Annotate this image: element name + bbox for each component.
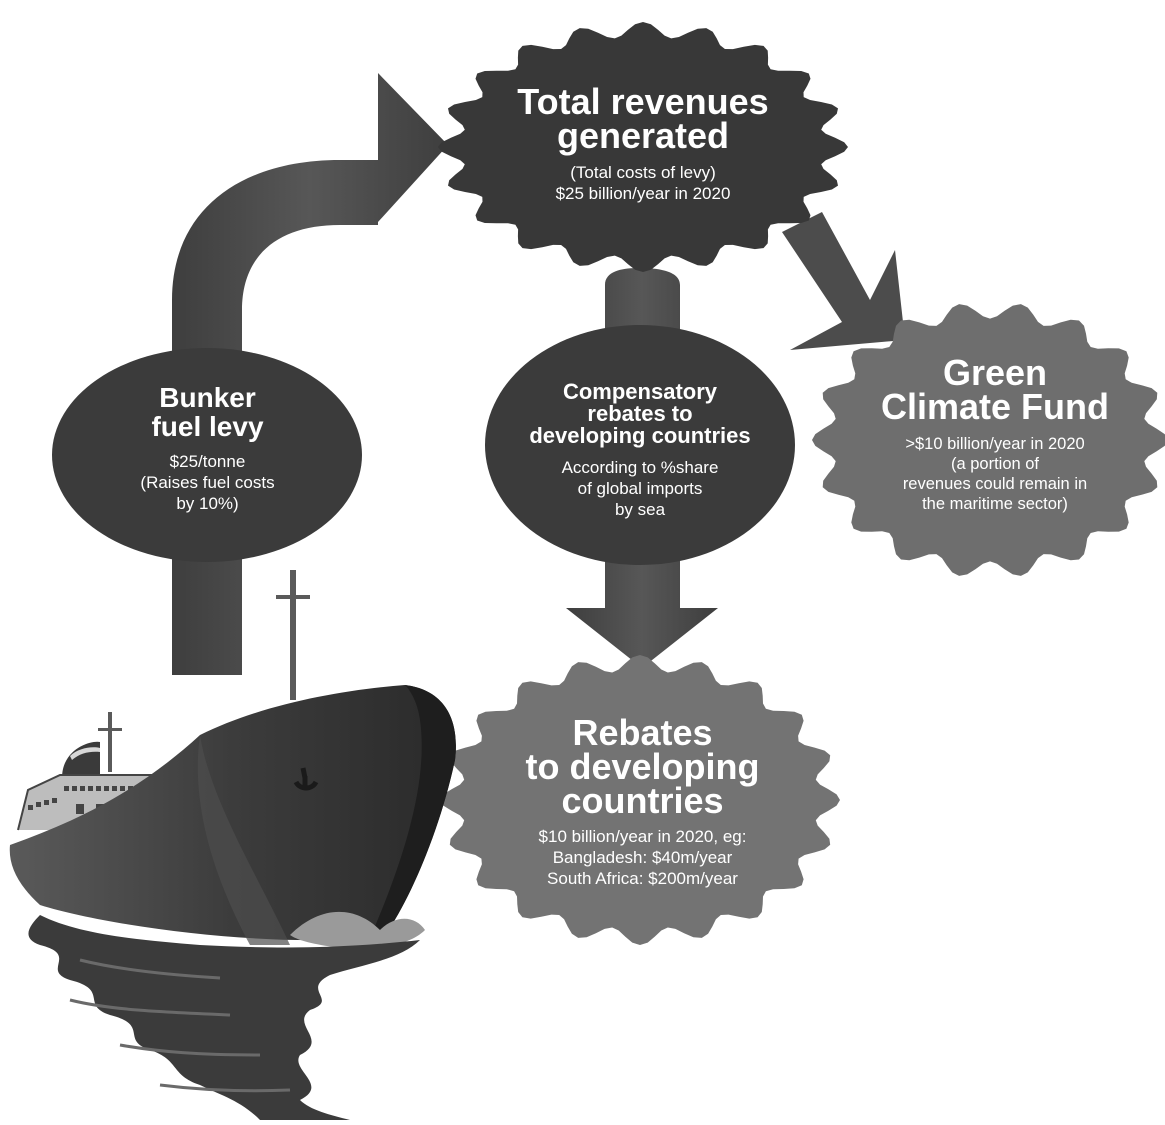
compensatory-rebates-title: Compensatory rebates to developing count…	[490, 381, 790, 447]
compensatory-rebates-subtitle: According to %share of global imports by…	[490, 457, 790, 520]
total-revenues-sub-line-1: (Total costs of levy)	[570, 163, 716, 182]
total-revenues-subtitle: (Total costs of levy) $25 billion/year i…	[468, 162, 818, 204]
total-revenues-burst	[438, 22, 848, 272]
rebates-subtitle: $10 billion/year in 2020, eg: Bangladesh…	[480, 826, 805, 889]
bunker-levy-title-line-2: fuel levy	[151, 411, 264, 442]
green-climate-fund-title: Green Climate Fund	[850, 352, 1140, 427]
rebates-title: Rebates to developing countries	[480, 712, 805, 821]
green-climate-fund-burst	[812, 304, 1165, 576]
bunker-levy-sub-line-3: by 10%)	[176, 494, 239, 513]
green-climate-fund-sub-line-3: revenues could remain in	[902, 475, 1088, 493]
bunker-levy-title-line-1: Bunker	[159, 382, 256, 413]
green-climate-fund-subtitle: >$10 billion/year in 2020 (a portion of …	[850, 434, 1140, 514]
compensatory-sub-line-3: by sea	[614, 500, 666, 519]
total-revenues-sub-line-2: $25 billion/year in 2020	[555, 184, 731, 203]
green-climate-fund-sub-line-4: the maritime sector)	[922, 495, 1068, 513]
rebates-sub-line-2: Bangladesh: $40m/year	[552, 848, 733, 867]
rebates-title-line-3: countries	[561, 780, 724, 821]
bunker-levy-title: Bunker fuel levy	[70, 383, 345, 441]
rebates-title-line-1: Rebates	[572, 712, 713, 753]
total-revenues-title-line-1: Total revenues	[517, 81, 769, 122]
rebates-title-line-2: to developing	[525, 746, 760, 787]
bunker-levy-subtitle: $25/tonne (Raises fuel costs by 10%)	[70, 451, 345, 514]
green-climate-fund-sub-line-2: (a portion of	[950, 455, 1040, 473]
arrow-revenue-to-climate-fund	[782, 212, 905, 350]
compensatory-title-line-1: Compensatory	[562, 379, 718, 404]
total-revenues-title-line-2: generated	[556, 115, 730, 156]
total-revenues-node: Total revenues generated (Total costs of…	[468, 81, 818, 204]
compensatory-sub-line-2: of global imports	[577, 479, 703, 498]
rebates-node: Rebates to developing countries $10 bill…	[480, 712, 805, 889]
green-climate-fund-title-line-1: Green	[942, 352, 1048, 393]
green-climate-fund-node: Green Climate Fund >$10 billion/year in …	[850, 352, 1140, 514]
compensatory-rebates-ellipse	[485, 325, 795, 565]
compensatory-sub-line-1: According to %share	[561, 458, 719, 477]
compensatory-title-line-2: rebates to	[587, 401, 693, 426]
ship-illustration	[9, 570, 456, 1120]
bunker-levy-sub-line-1: $25/tonne	[169, 452, 246, 471]
bunker-levy-ellipse	[52, 348, 362, 562]
green-climate-fund-title-line-2: Climate Fund	[880, 386, 1109, 427]
total-revenues-title: Total revenues generated	[468, 81, 818, 156]
bunker-levy-sub-line-2: (Raises fuel costs	[140, 473, 275, 492]
green-climate-fund-sub-line-1: >$10 billion/year in 2020	[905, 435, 1085, 453]
rebates-sub-line-1: $10 billion/year in 2020, eg:	[538, 827, 747, 846]
bunker-levy-node: Bunker fuel levy $25/tonne (Raises fuel …	[70, 383, 345, 514]
compensatory-rebates-node: Compensatory rebates to developing count…	[490, 381, 790, 520]
compensatory-title-line-3: developing countries	[529, 423, 751, 448]
rebates-sub-line-3: South Africa: $200m/year	[547, 869, 738, 888]
rebates-burst	[440, 655, 840, 945]
